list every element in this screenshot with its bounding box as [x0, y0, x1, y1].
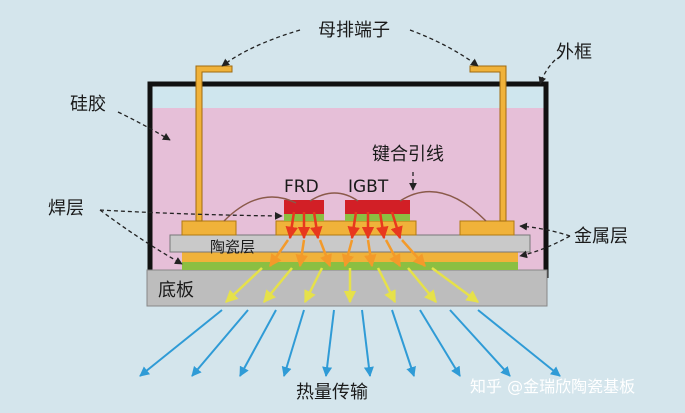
terminal-left [195, 65, 233, 222]
label-frd: FRD [284, 177, 319, 197]
label-heat: 热量传输 [296, 382, 368, 403]
label-terminal: 母排端子 [318, 20, 390, 41]
heat-arrows-base [225, 266, 480, 304]
base-plate [146, 269, 548, 307]
frd-chip [284, 200, 324, 214]
metal-pad-left [181, 220, 237, 236]
outer-frame [147, 81, 549, 278]
silicone-top-band [152, 88, 544, 108]
heat-arrows-ceramic [268, 239, 426, 268]
solder-igbt [345, 214, 410, 221]
label-solder: 焊层 [48, 198, 84, 219]
metal-pad-right [459, 220, 515, 236]
igbt-chip [345, 200, 410, 214]
label-ceramic: 陶瓷层 [210, 238, 255, 256]
heat-arrows-out [139, 309, 561, 377]
bond-wires [223, 190, 487, 222]
watermark: 知乎 @金瑞欣陶瓷基板 [470, 377, 635, 396]
label-metal: 金属层 [574, 226, 628, 247]
label-silicone: 硅胶 [70, 94, 106, 115]
leader-lines [99, 29, 571, 265]
terminal-right [469, 65, 507, 222]
label-frame: 外框 [556, 42, 592, 63]
label-bond-wire: 键合引线 [372, 144, 444, 165]
label-base: 底板 [158, 280, 194, 301]
label-igbt: IGBT [348, 177, 389, 197]
heat-arrows-chip [285, 211, 403, 240]
